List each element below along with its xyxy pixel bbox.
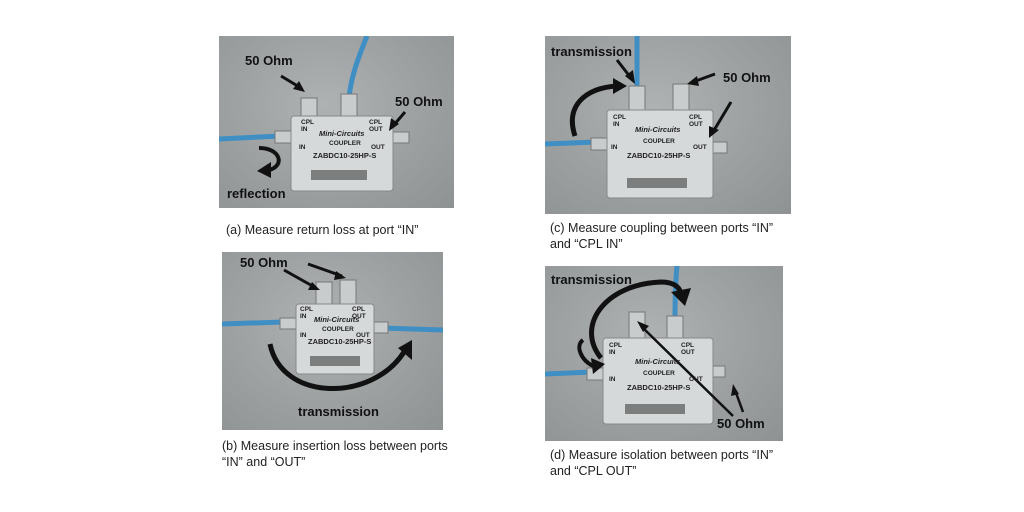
device-model: ZABDC10-25HP-S (308, 337, 372, 346)
photo-d: transmission 50 Ohm CPL IN CPL OUT Mini-… (545, 266, 783, 441)
arrow-head (591, 358, 605, 374)
callout-50-ohm: 50 Ohm (717, 416, 765, 431)
label-cpl-out: CPL OUT (681, 342, 695, 356)
label-in: IN (609, 376, 616, 383)
caption-c: (c) Measure coupling between ports “IN” … (550, 221, 774, 251)
device-brand: Mini-Circuits (319, 129, 365, 138)
connector-out (390, 131, 410, 144)
arrow-head (293, 81, 305, 92)
photo-c: transmission 50 Ohm CPL IN CPL OUT Mini-… (545, 36, 791, 214)
arrow-head (625, 70, 635, 84)
callout-reflection: reflection (227, 186, 286, 201)
label-cpl-in: CPL IN (609, 342, 622, 356)
label-cpl-out: CPL OUT (352, 306, 366, 320)
barcode (627, 178, 687, 188)
callout-transmission: transmission (551, 44, 632, 59)
caption-d: (d) Measure isolation between ports “IN”… (550, 448, 774, 478)
photo-a: 50 Ohm 50 Ohm reflection CPL IN CPL OUT … (219, 36, 454, 208)
callout-transmission: transmission (551, 272, 632, 287)
photo-a-drawing (219, 36, 410, 192)
arrow-head (613, 78, 627, 94)
device-model: ZABDC10-25HP-S (313, 151, 377, 160)
device-brand: Mini-Circuits (314, 315, 360, 324)
arrow-head (334, 271, 346, 280)
connector-cpl-out (339, 279, 357, 307)
label-out: OUT (689, 376, 703, 383)
barcode (311, 170, 367, 180)
connector-in (590, 137, 610, 151)
connector-in (279, 317, 299, 330)
arrow-head (308, 282, 320, 290)
device-brand: Mini-Circuits (635, 125, 681, 134)
transmission-arrow (589, 279, 684, 360)
coupler-box (602, 337, 714, 425)
label-cpl-in: CPL IN (301, 119, 314, 133)
label-cpl-out: CPL OUT (689, 114, 703, 128)
callout-50-ohm: 50 Ohm (240, 255, 288, 270)
label-out: OUT (371, 144, 385, 151)
blue-cable (222, 319, 285, 327)
arrow (640, 325, 734, 417)
connector-cpl-in (315, 281, 333, 307)
arrow-head (389, 118, 399, 131)
device-type: COUPLER (329, 140, 361, 147)
callout-transmission: transmission (298, 404, 379, 419)
photo-b-drawing (222, 262, 443, 392)
device-model: ZABDC10-25HP-S (627, 383, 691, 392)
arrow (577, 338, 595, 368)
photo-d-drawing (545, 266, 745, 425)
arrow-head (687, 76, 699, 86)
arrow-head (637, 321, 649, 332)
caption-b: (b) Measure insertion loss between ports… (222, 439, 448, 469)
callout-50-ohm: 50 Ohm (723, 70, 771, 85)
device-type: COUPLER (322, 326, 354, 333)
arrow-head (257, 162, 271, 178)
label-out: OUT (693, 144, 707, 151)
blue-cable (381, 325, 443, 333)
transmission-arrow (569, 83, 618, 137)
caption-a: (a) Measure return loss at port “IN” (226, 223, 419, 237)
label-cpl-in: CPL IN (613, 114, 626, 128)
label-cpl-in: CPL IN (300, 306, 313, 320)
arrow-head (398, 340, 412, 360)
callout-50-ohm: 50 Ohm (245, 53, 293, 68)
label-cpl-out: CPL OUT (369, 119, 383, 133)
arrow-head (709, 126, 719, 138)
reflection-arrow (258, 146, 281, 172)
label-in: IN (299, 144, 306, 151)
device-model: ZABDC10-25HP-S (627, 151, 691, 160)
photo-c-drawing (545, 36, 733, 199)
photo-b: 50 Ohm transmission CPL IN CPL OUT Mini-… (222, 252, 443, 430)
connector-cpl-out (672, 83, 690, 113)
coupler-box (606, 109, 714, 199)
blue-cable (545, 369, 594, 377)
arrow-head (731, 384, 739, 396)
transmission-arrow (267, 343, 407, 392)
arrow-head (671, 288, 691, 306)
label-in: IN (611, 144, 618, 151)
barcode (625, 404, 685, 414)
device-type: COUPLER (643, 370, 675, 377)
device-brand: Mini-Circuits (635, 357, 681, 366)
connector-cpl-in (628, 85, 646, 113)
callout-50-ohm: 50 Ohm (395, 94, 443, 109)
blue-cable (545, 139, 598, 147)
blue-cable (346, 36, 370, 99)
arrow (711, 101, 733, 133)
label-in: IN (300, 332, 307, 339)
blue-cable (219, 133, 282, 142)
barcode (310, 356, 360, 366)
label-out: OUT (356, 332, 370, 339)
device-type: COUPLER (643, 138, 675, 145)
